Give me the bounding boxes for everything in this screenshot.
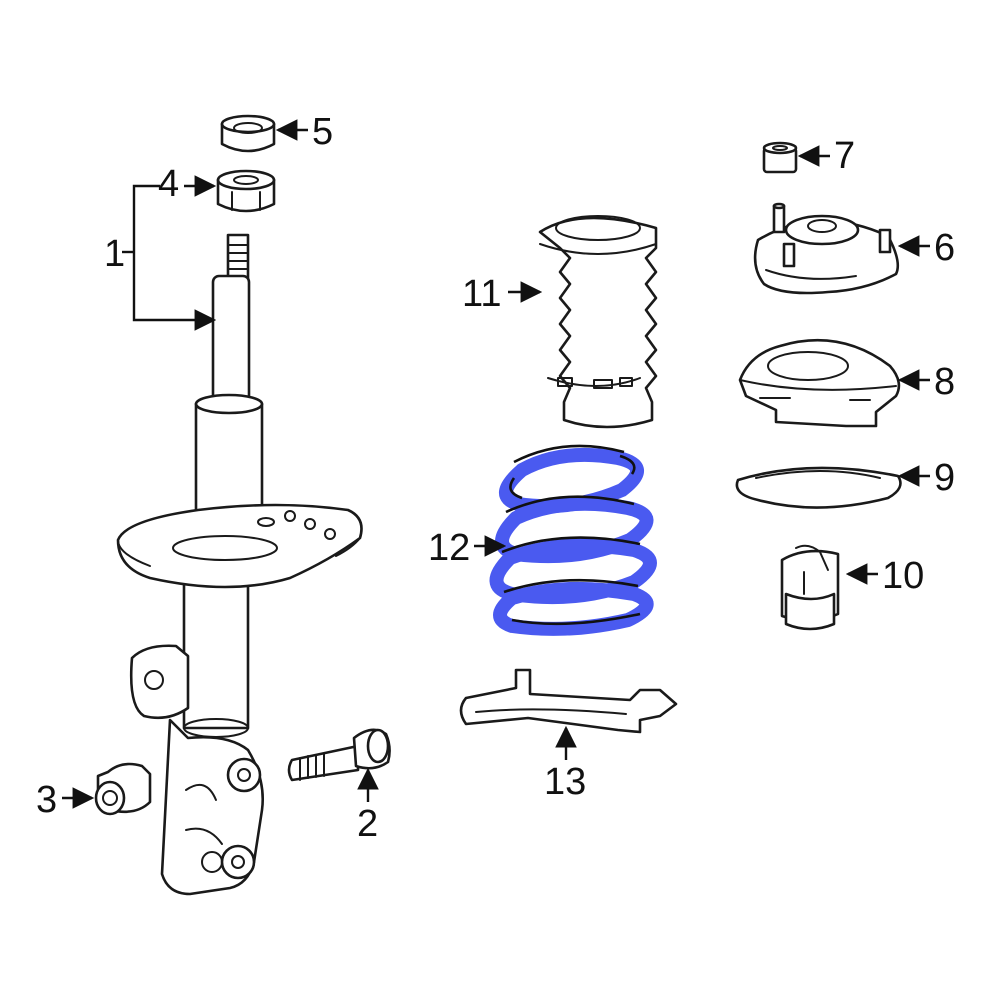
callout-11: 11 xyxy=(462,273,501,315)
bracket[interactable] xyxy=(459,668,678,734)
callout-6: 6 xyxy=(934,227,955,269)
strut-assembly[interactable] xyxy=(116,233,363,896)
spring-insulator[interactable] xyxy=(735,466,902,509)
callout-1: 1 xyxy=(104,233,125,275)
spacer[interactable] xyxy=(762,141,798,174)
callout-3: 3 xyxy=(36,779,57,821)
callout-labels: 1 2 3 4 5 6 7 8 9 10 11 12 13 xyxy=(36,111,955,845)
dust-cap[interactable] xyxy=(220,114,276,153)
callout-13: 13 xyxy=(544,761,586,803)
callout-2: 2 xyxy=(357,803,378,845)
callout-12: 12 xyxy=(428,527,470,569)
bump-stop[interactable] xyxy=(780,544,840,631)
callout-8: 8 xyxy=(934,361,955,403)
dust-boot[interactable] xyxy=(538,215,658,429)
upper-nut[interactable] xyxy=(216,169,276,213)
callout-7: 7 xyxy=(834,135,855,177)
callout-10: 10 xyxy=(882,555,924,597)
bolt[interactable] xyxy=(287,728,391,782)
callout-5: 5 xyxy=(312,111,333,153)
callout-9: 9 xyxy=(934,457,955,499)
coil-spring[interactable] xyxy=(489,444,657,636)
leader-lines xyxy=(62,119,930,809)
upper-spring-seat[interactable] xyxy=(738,339,901,428)
nut[interactable] xyxy=(94,762,152,816)
callout-4: 4 xyxy=(158,163,179,205)
strut-mount[interactable] xyxy=(753,202,900,295)
